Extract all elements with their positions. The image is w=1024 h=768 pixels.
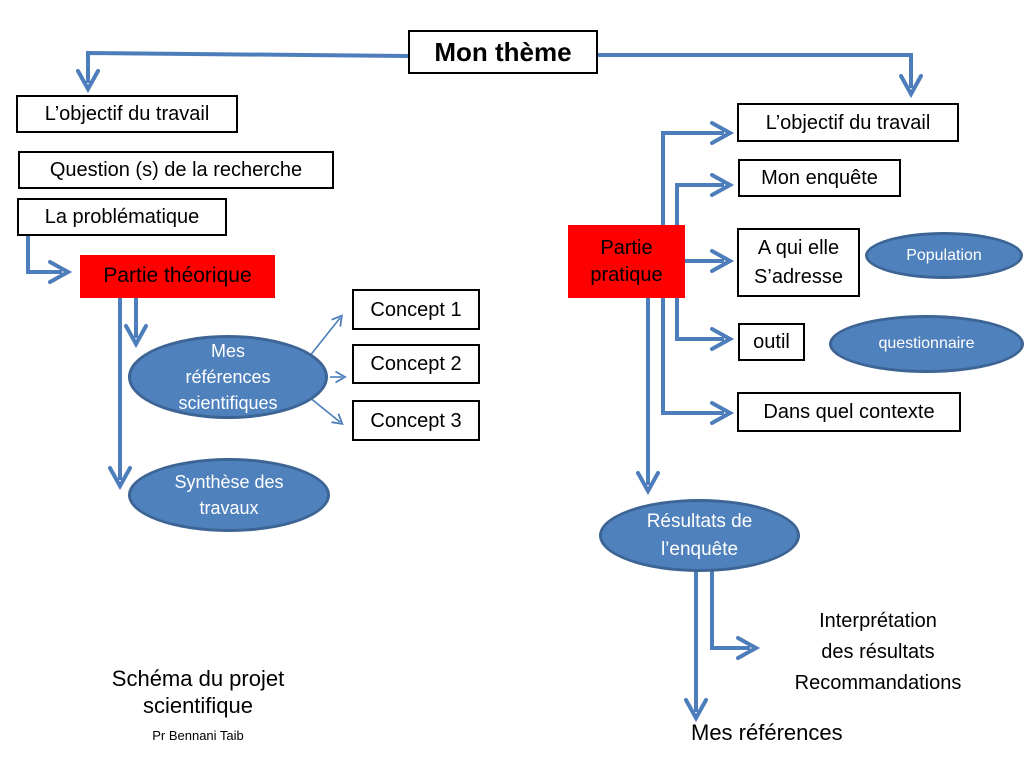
node-references-scientifiques: Mes références scientifiques <box>128 335 328 419</box>
text-interpretation: Interprétation des résultats Recommandat… <box>750 606 1006 699</box>
resultats-line-1: Résultats de <box>646 510 753 532</box>
node-concept-2-label: Concept 2 <box>370 353 462 375</box>
connector-pratique-to-objectif <box>661 121 735 226</box>
a-qui-line-2: S’adresse <box>754 265 843 288</box>
node-concept-1: Concept 1 <box>352 289 480 330</box>
caption-author: Pr Bennani Taib <box>152 728 244 743</box>
resultats-line-2: l’enquête <box>660 538 739 560</box>
node-question-recherche: Question (s) de la recherche <box>18 151 334 189</box>
node-resultats-enquete: Résultats de l’enquête <box>599 499 800 572</box>
node-outil: outil <box>738 323 805 361</box>
node-mon-enquete-label: Mon enquête <box>761 167 878 189</box>
node-dans-quel-contexte-label: Dans quel contexte <box>763 401 935 423</box>
node-concept-3-label: Concept 3 <box>370 409 462 432</box>
interpretation-line-3: Recommandations <box>794 672 962 694</box>
node-problematique-label: La problématique <box>44 206 200 228</box>
references-line-1: Mes <box>210 340 245 361</box>
a-qui-line-1: A qui elle <box>757 236 840 259</box>
node-partie-theorique-label: Partie théorique <box>103 264 252 288</box>
caption-line-1: Schéma du projet <box>111 666 285 691</box>
connector-pratique-to-outil <box>675 296 735 351</box>
connector-pratique-to-enquete <box>675 173 735 226</box>
node-population: Population <box>865 232 1023 279</box>
interpretation-line-2: des résultats <box>821 641 935 663</box>
connector-resultats-to-interpretation <box>710 567 761 660</box>
connector-theme-to-right-objectif <box>598 53 923 99</box>
node-mon-theme-label: Mon thème <box>434 36 572 67</box>
node-questionnaire: questionnaire <box>829 315 1024 373</box>
node-left-objectif: L’objectif du travail <box>16 95 238 133</box>
node-right-objectif-label: L’objectif du travail <box>765 111 931 134</box>
connector-theme-to-left-objectif <box>76 50 409 94</box>
references-line-2: références <box>185 366 271 387</box>
connector-pratique-to-contexte <box>661 296 735 425</box>
synthese-line-2: travaux <box>199 498 259 518</box>
node-concept-2: Concept 2 <box>352 344 480 384</box>
references-line-3: scientifiques <box>178 393 278 414</box>
caption-schema: Schéma du projet scientifique Pr Bennani… <box>58 665 338 743</box>
node-left-objectif-label: L’objectif du travail <box>44 103 210 125</box>
node-synthese-travaux: Synthèse des travaux <box>128 458 330 532</box>
connector-references-to-concept3 <box>308 396 344 426</box>
node-problematique: La problématique <box>17 198 227 236</box>
node-mon-theme: Mon thème <box>408 30 598 74</box>
node-partie-pratique: Partie pratique <box>568 225 685 298</box>
synthese-line-1: Synthèse des <box>174 471 284 492</box>
partie-pratique-line-1: Partie <box>600 236 653 259</box>
node-mon-enquete: Mon enquête <box>738 159 901 197</box>
partie-pratique-line-2: pratique <box>590 263 663 286</box>
text-mes-references: Mes références <box>691 720 843 745</box>
node-concept-1-label: Concept 1 <box>370 298 462 321</box>
node-right-objectif: L’objectif du travail <box>737 103 959 142</box>
node-dans-quel-contexte: Dans quel contexte <box>737 392 961 432</box>
node-questionnaire-label: questionnaire <box>878 335 975 353</box>
node-a-qui-elle-sadresse: A qui elle S’adresse <box>737 228 860 297</box>
node-concept-3: Concept 3 <box>352 400 480 441</box>
connector-problematique-to-theorique <box>26 236 73 284</box>
connector-references-to-concept1 <box>308 314 343 358</box>
node-question-recherche-label: Question (s) de la recherche <box>49 159 303 181</box>
caption-line-2: scientifique <box>142 693 254 718</box>
node-partie-theorique: Partie théorique <box>80 255 275 298</box>
interpretation-line-1: Interprétation <box>819 610 937 632</box>
node-outil-label: outil <box>753 331 790 353</box>
node-population-label: Population <box>906 246 982 264</box>
